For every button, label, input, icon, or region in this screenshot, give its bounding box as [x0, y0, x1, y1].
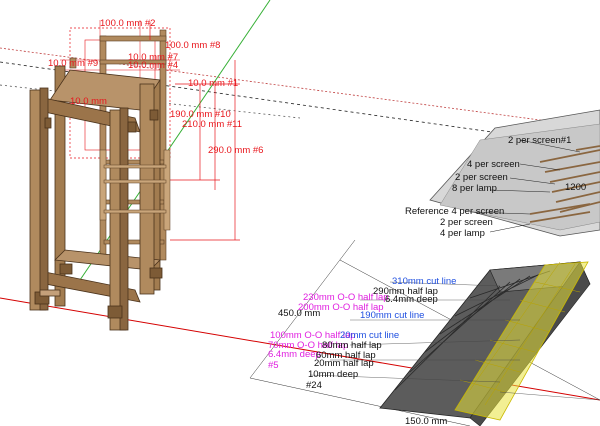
small-ladder[interactable]	[99, 149, 171, 231]
label-64-deep-b: 6.4mm deep	[268, 349, 321, 360]
dim-2: 100.0 mm #2	[100, 18, 155, 29]
dim-6: 290.0 mm #6	[208, 145, 263, 156]
cut-layout-sheet[interactable]	[429, 109, 600, 237]
dim-150: 150.0 mm	[405, 416, 447, 426]
back-wood-frame[interactable]	[69, 29, 167, 261]
label-2-per-screen: 2 per screen	[455, 172, 508, 183]
dim-8: 100.0 mm #8	[165, 40, 220, 51]
label-24: #24	[306, 380, 322, 391]
dim-9: 10.0 mm #9	[48, 58, 98, 69]
label-230-oo: 230mm O-O half lap	[303, 292, 389, 303]
label-5: #5	[268, 360, 279, 371]
dimension-lines[interactable]	[149, 22, 240, 241]
label-1200: 1200	[565, 182, 586, 193]
label-100-oo: 100mm O-O half lap	[270, 330, 356, 341]
dim-1: 10.0 mm #1	[188, 78, 238, 89]
label-reference: Reference 4 per screen	[405, 206, 504, 217]
label-190-cut: 190mm cut line	[360, 310, 424, 321]
label-2-per-screen-b: 2 per screen	[440, 217, 493, 228]
label-2-per-screen-1: 2 per screen#1	[508, 135, 571, 146]
label-4-per-lamp: 4 per lamp	[440, 228, 485, 239]
dim-450: 450.0 mm	[278, 308, 320, 319]
label-70-oo: 70mm O-O half lap	[268, 340, 348, 351]
label-20-half: 20mm half lap	[314, 358, 374, 369]
label-60-half: 60mm half lap	[316, 350, 376, 361]
label-10-deep: 10mm deep	[308, 369, 358, 380]
dim-7: 10.0 mm #7	[128, 52, 178, 63]
dim-3: 10.0 mm	[70, 96, 107, 107]
label-290-half: 290mm half lap	[373, 286, 438, 297]
dim-4: 10.0 mm #4	[128, 60, 178, 71]
label-80-half: 80mm half lap	[322, 340, 382, 351]
beam-block[interactable]	[379, 261, 591, 426]
label-200-oo: 200mm O-O half lap	[298, 302, 384, 313]
annotation-leaders	[309, 281, 600, 401]
dim-10: 190.0 mm #10	[170, 109, 231, 120]
label-4-per-screen: 4 per screen	[467, 159, 520, 170]
dim-11: 210.0 mm #11	[182, 119, 242, 130]
label-64-deep: 6.4mm deep	[385, 294, 438, 305]
label-8-per-lamp: 8 per lamp	[452, 183, 497, 194]
label-310-cut: 310mm cut line	[392, 276, 456, 287]
label-20-cut: 20mm cut line	[340, 330, 399, 341]
